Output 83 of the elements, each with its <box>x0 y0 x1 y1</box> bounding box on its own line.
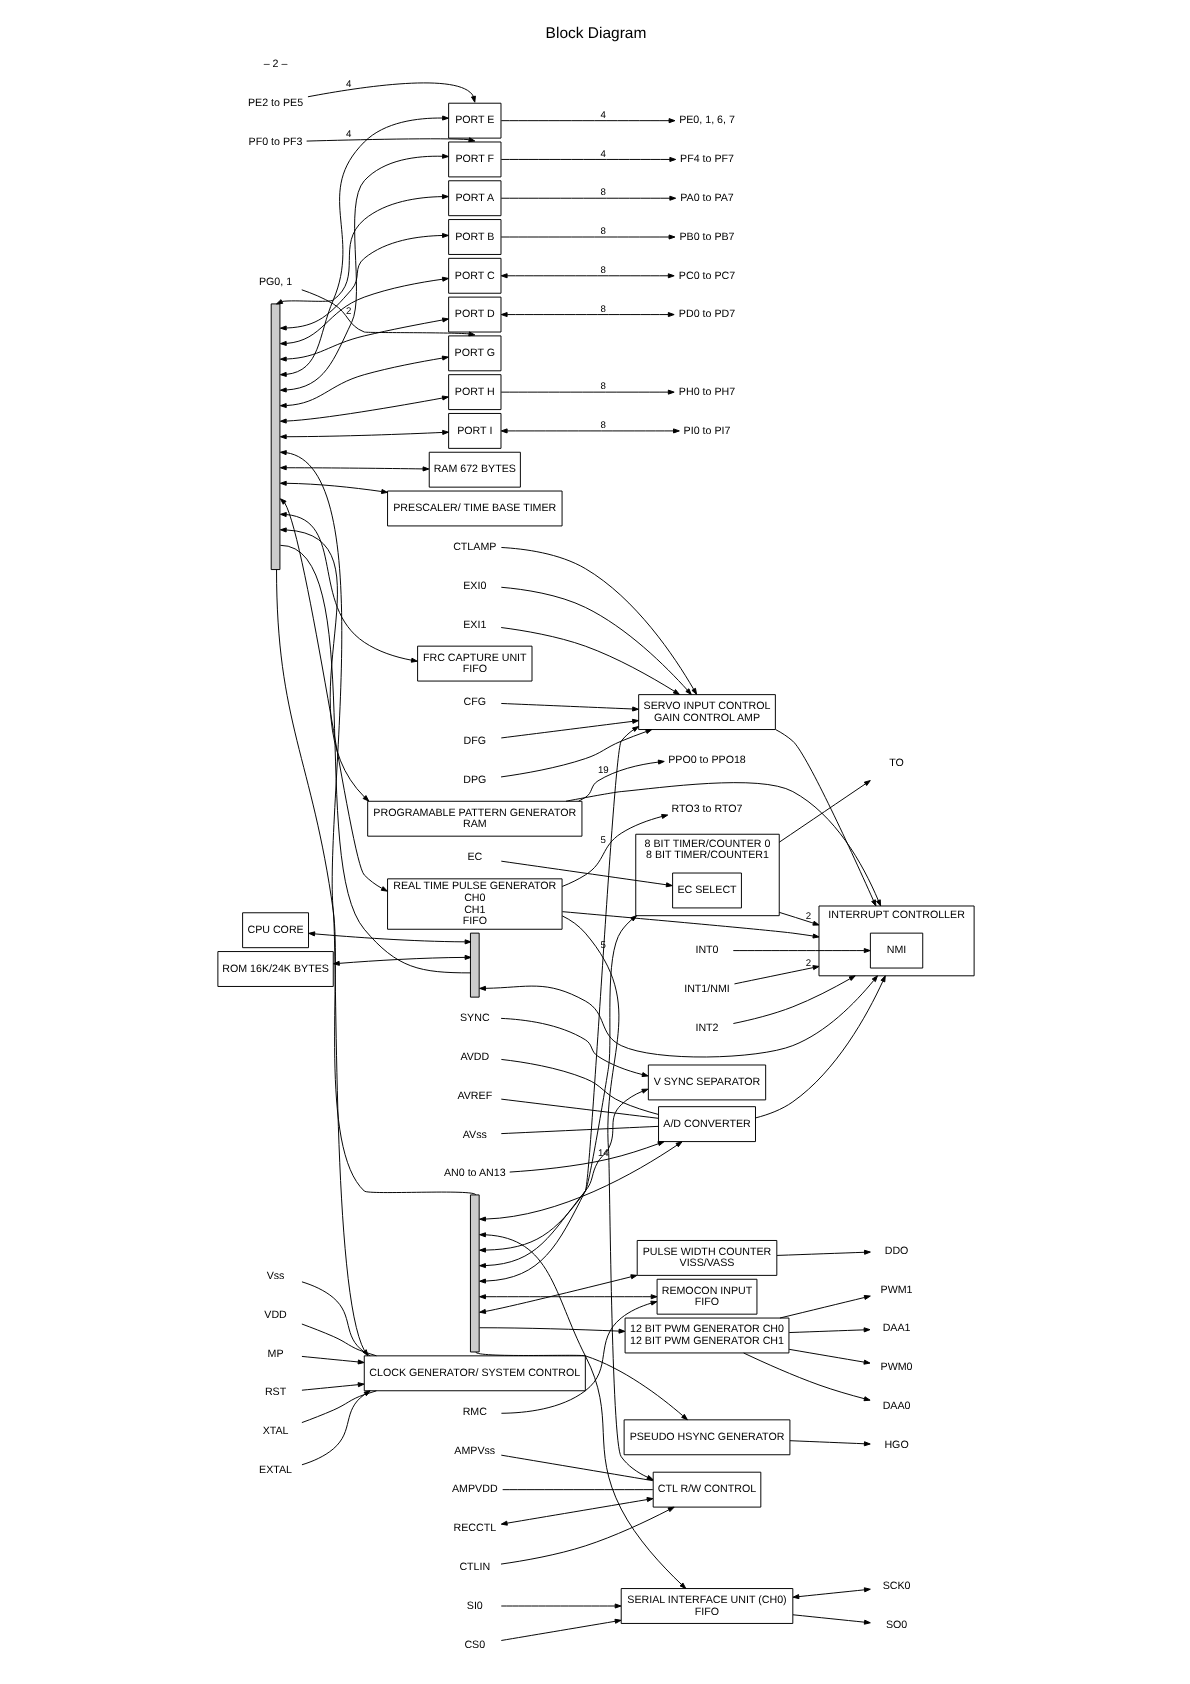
arrow <box>478 1088 648 1269</box>
connector <box>499 1098 658 1119</box>
arrow <box>754 975 885 1119</box>
arrow <box>306 82 475 103</box>
arrow <box>499 312 674 318</box>
arrow <box>775 1249 870 1256</box>
arrow <box>307 931 471 945</box>
arrow <box>499 156 676 162</box>
arrow <box>499 1300 657 1414</box>
arrow <box>278 276 448 346</box>
diagram-title: Block Diagram <box>544 24 646 43</box>
connector <box>278 544 471 974</box>
arrow <box>499 586 691 695</box>
arrow <box>499 729 652 778</box>
connector <box>501 1489 653 1491</box>
arrow <box>774 729 876 907</box>
arrow <box>777 780 870 843</box>
arrow <box>499 1618 621 1641</box>
arrow <box>478 975 877 1058</box>
arrow <box>278 153 448 393</box>
arrow <box>508 1141 664 1173</box>
arrow <box>499 1017 648 1078</box>
arrow <box>778 1295 870 1319</box>
arrow <box>499 702 638 712</box>
arrow <box>788 1440 870 1447</box>
arrow <box>478 1327 625 1334</box>
arrow <box>275 194 448 305</box>
arrow <box>499 195 676 201</box>
arrow <box>731 948 870 954</box>
connector <box>499 1125 658 1135</box>
arrow <box>560 911 819 939</box>
arrow <box>278 498 387 892</box>
arrow <box>278 512 417 663</box>
arrow <box>499 118 675 124</box>
connector <box>300 1390 376 1424</box>
arrow <box>742 1352 870 1402</box>
arrow <box>278 115 448 377</box>
arrow <box>787 1348 870 1365</box>
arrow <box>560 813 668 887</box>
arrow <box>278 317 448 362</box>
arrow <box>577 759 664 802</box>
arrow <box>499 389 674 395</box>
arrow <box>791 1614 870 1625</box>
arrow <box>278 355 448 409</box>
arrow <box>499 428 679 434</box>
arrow <box>499 547 697 695</box>
arrow <box>478 1294 657 1300</box>
arrow <box>499 627 679 695</box>
arrow <box>300 289 475 337</box>
arrow <box>300 1390 370 1466</box>
arrow <box>305 137 475 143</box>
arrow <box>300 1355 364 1365</box>
arrow <box>478 1232 686 1589</box>
arrow <box>278 480 387 495</box>
arrow <box>478 726 638 1284</box>
arrow <box>474 1351 687 1421</box>
arrow <box>499 1497 653 1526</box>
arrow <box>499 1603 621 1609</box>
arrow <box>332 954 471 966</box>
arrow <box>478 915 637 1253</box>
arrow <box>499 273 674 279</box>
arrow <box>732 965 819 985</box>
connector <box>499 1454 653 1482</box>
arrow <box>499 234 675 240</box>
arrow <box>499 718 638 739</box>
arrow <box>499 860 672 888</box>
arrow <box>278 465 429 472</box>
arrow <box>787 1327 870 1334</box>
arrow <box>564 782 881 907</box>
connector <box>275 569 476 1196</box>
connector <box>499 1058 658 1115</box>
arrow <box>731 975 855 1024</box>
arrow <box>478 1141 682 1222</box>
arrow <box>777 911 819 926</box>
arrow <box>791 1587 870 1600</box>
arrow <box>499 1506 674 1565</box>
arrow <box>278 527 369 802</box>
arrow <box>560 915 653 1481</box>
arrow <box>478 1274 637 1314</box>
arrow <box>278 232 448 331</box>
arrow <box>278 429 448 440</box>
arrow <box>278 395 448 424</box>
arrow <box>300 1382 364 1391</box>
